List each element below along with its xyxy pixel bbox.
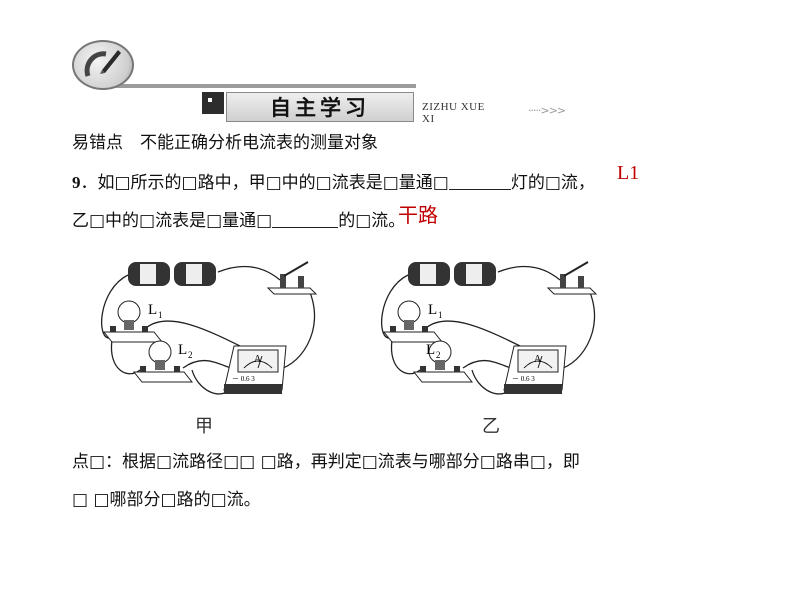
svg-text:L: L [428, 302, 437, 318]
hint-line-2: □ □哪部分□路的□流。 [72, 490, 261, 510]
svg-text:－ 0.6 3: － 0.6 3 [232, 375, 255, 383]
question-line-2: 乙□中的□流表是□量通□ 的□流。 [72, 206, 405, 231]
svg-text:2: 2 [188, 350, 193, 360]
bulb-l1-icon: L 1 [382, 300, 444, 343]
svg-text:－ 0.6 3: － 0.6 3 [512, 375, 535, 383]
battery-icon [128, 262, 216, 286]
svg-text:A: A [254, 354, 262, 365]
ammeter-icon: A － 0.6 3 [503, 345, 567, 394]
battery-icon [408, 262, 496, 286]
svg-text:L: L [426, 342, 435, 358]
circuit-diagram-b: L 1 L 2 A － 0.6 3 [380, 261, 598, 395]
section-title-pinyin: ZIZHU XUE XI [422, 101, 485, 125]
svg-text:L: L [178, 342, 187, 358]
svg-text:1: 1 [158, 310, 163, 320]
ammeter-icon: A － 0.6 3 [223, 345, 287, 394]
circuit-diagram-a: L 1 L 2 A － 0.6 3 [100, 261, 318, 395]
answer-blank-2[interactable] [272, 211, 339, 228]
section-title: 自主学习 [226, 92, 414, 122]
answer-blank-1[interactable] [448, 173, 511, 190]
hint-line-1: 点□：根据□流路径□□ □路，再判定□流表与哪部分□路串□，即 [72, 452, 580, 472]
bulb-l1-icon: L 1 [102, 300, 164, 343]
switch-icon [546, 261, 598, 295]
chevron-right-icon: ·····>>> [528, 104, 566, 117]
question-text-2b: 的□流。 [338, 211, 406, 231]
question-number: 9 [72, 173, 81, 192]
figure-caption-a: 甲 [195, 416, 213, 437]
question-text-2: 乙□中的□流表是□量通□ [72, 211, 273, 231]
banner-stripe [116, 84, 416, 88]
question-line-1: 9．如□所示的□路中，甲□中的□流表是□量通□ 灯的□流， [72, 168, 595, 193]
svg-text:1: 1 [438, 310, 443, 320]
error-point-heading: 易错点 不能正确分析电流表的测量对象 [72, 133, 378, 153]
banner-dark-block [202, 92, 224, 114]
svg-text:A: A [534, 354, 542, 365]
answer-2: 干路 [398, 205, 438, 227]
pen-icon [72, 40, 134, 90]
svg-text:L: L [148, 302, 157, 318]
switch-icon [266, 261, 318, 295]
section-banner: 自主学习 ZIZHU XUE XI ·····>>> [70, 36, 566, 125]
question-text-1b: 灯的□流， [510, 173, 595, 193]
svg-text:2: 2 [436, 350, 441, 360]
question-text-1: ．如□所示的□路中，甲□中的□流表是□量通□ [80, 173, 449, 193]
bulb-l2-icon: L 2 [132, 340, 194, 383]
bulb-l2-icon: L 2 [412, 340, 474, 383]
answer-1: L1 [617, 162, 640, 184]
figure-caption-b: 乙 [482, 416, 500, 437]
